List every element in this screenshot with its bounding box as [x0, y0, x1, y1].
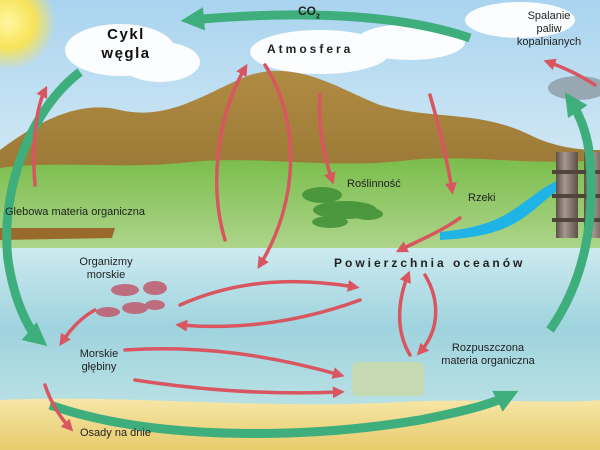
deep-sea-label: Morskie głębiny — [64, 348, 134, 374]
title-line-1: Cykl — [88, 26, 164, 45]
dissolved-line-2: materia organiczna — [428, 355, 548, 368]
deep-sea-line-1: Morskie — [64, 348, 134, 361]
dissolved-line-1: Rozpuszczona — [428, 342, 548, 355]
fossil-fuel-line-3: kopalnianych — [504, 36, 594, 49]
plants-label: Roślinność — [347, 178, 401, 191]
rivers-label: Rzeki — [468, 192, 496, 205]
fossil-fuel-line-1: Spalanie — [504, 10, 594, 23]
soil-layer — [0, 228, 115, 240]
marine-organisms-label: Organizmy morskie — [66, 256, 146, 282]
fossil-fuel-label: Spalanie paliw kopalnianych — [504, 10, 594, 50]
marine-organisms-line-1: Organizmy — [66, 256, 146, 269]
deep-sea-line-2: głębiny — [64, 361, 134, 374]
co2-base: CO — [298, 4, 316, 18]
sediments-label: Osady na dnie — [80, 427, 151, 440]
fossil-fuel-line-2: paliw — [504, 23, 594, 36]
seabed-sand — [0, 399, 600, 450]
soil-organic-matter-label: Glebowa materia organiczna — [5, 206, 145, 219]
dissolved-matter-patch — [352, 362, 424, 396]
diagram-title: Cykl węgla — [88, 26, 164, 64]
atmosphere-label: Atmosfera — [267, 42, 353, 56]
co2-label: CO2 — [298, 4, 320, 20]
ocean-surface-label: Powierzchnia oceanów — [334, 256, 525, 270]
title-line-2: węgla — [88, 45, 164, 64]
dissolved-organic-matter-label: Rozpuszczona materia organiczna — [428, 342, 548, 368]
co2-subscript: 2 — [316, 13, 320, 20]
marine-organisms-line-2: morskie — [66, 269, 146, 282]
